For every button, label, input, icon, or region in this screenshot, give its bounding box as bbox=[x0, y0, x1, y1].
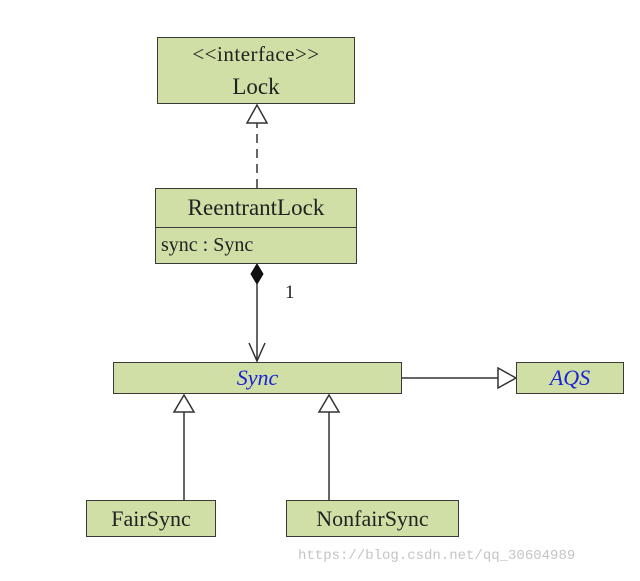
aqs-class-box: AQS bbox=[516, 362, 624, 394]
sync-class-box: Sync bbox=[113, 362, 402, 394]
generalization-arrowhead-nonfair bbox=[317, 393, 341, 413]
fairsync-class-box: FairSync bbox=[86, 500, 216, 537]
nonfairsync-class-box: NonfairSync bbox=[286, 500, 459, 537]
composition-diamond bbox=[250, 263, 264, 285]
composition-arrowhead bbox=[248, 342, 266, 363]
fairsync-name: FairSync bbox=[111, 505, 191, 531]
aqs-name: AQS bbox=[549, 365, 591, 390]
reentrantlock-class-box: ReentrantLock sync : Sync bbox=[155, 188, 357, 264]
lock-name: Lock bbox=[232, 73, 280, 99]
nonfairsync-name: NonfairSync bbox=[316, 505, 429, 531]
watermark-url: https://blog.csdn.net/qq_30604989 bbox=[298, 548, 576, 564]
lock-interface-box: <<interface>> Lock bbox=[157, 37, 355, 104]
generalization-arrowhead-fair bbox=[172, 393, 196, 413]
sync-name: Sync bbox=[236, 365, 279, 390]
generalization-arrowhead-aqs bbox=[497, 366, 518, 390]
lock-stereotype: <<interface>> bbox=[192, 41, 320, 66]
reentrantlock-name: ReentrantLock bbox=[156, 189, 356, 228]
reentrantlock-attribute: sync : Sync bbox=[161, 233, 254, 256]
realization-arrowhead bbox=[245, 103, 269, 124]
composition-multiplicity: 1 bbox=[285, 282, 295, 303]
